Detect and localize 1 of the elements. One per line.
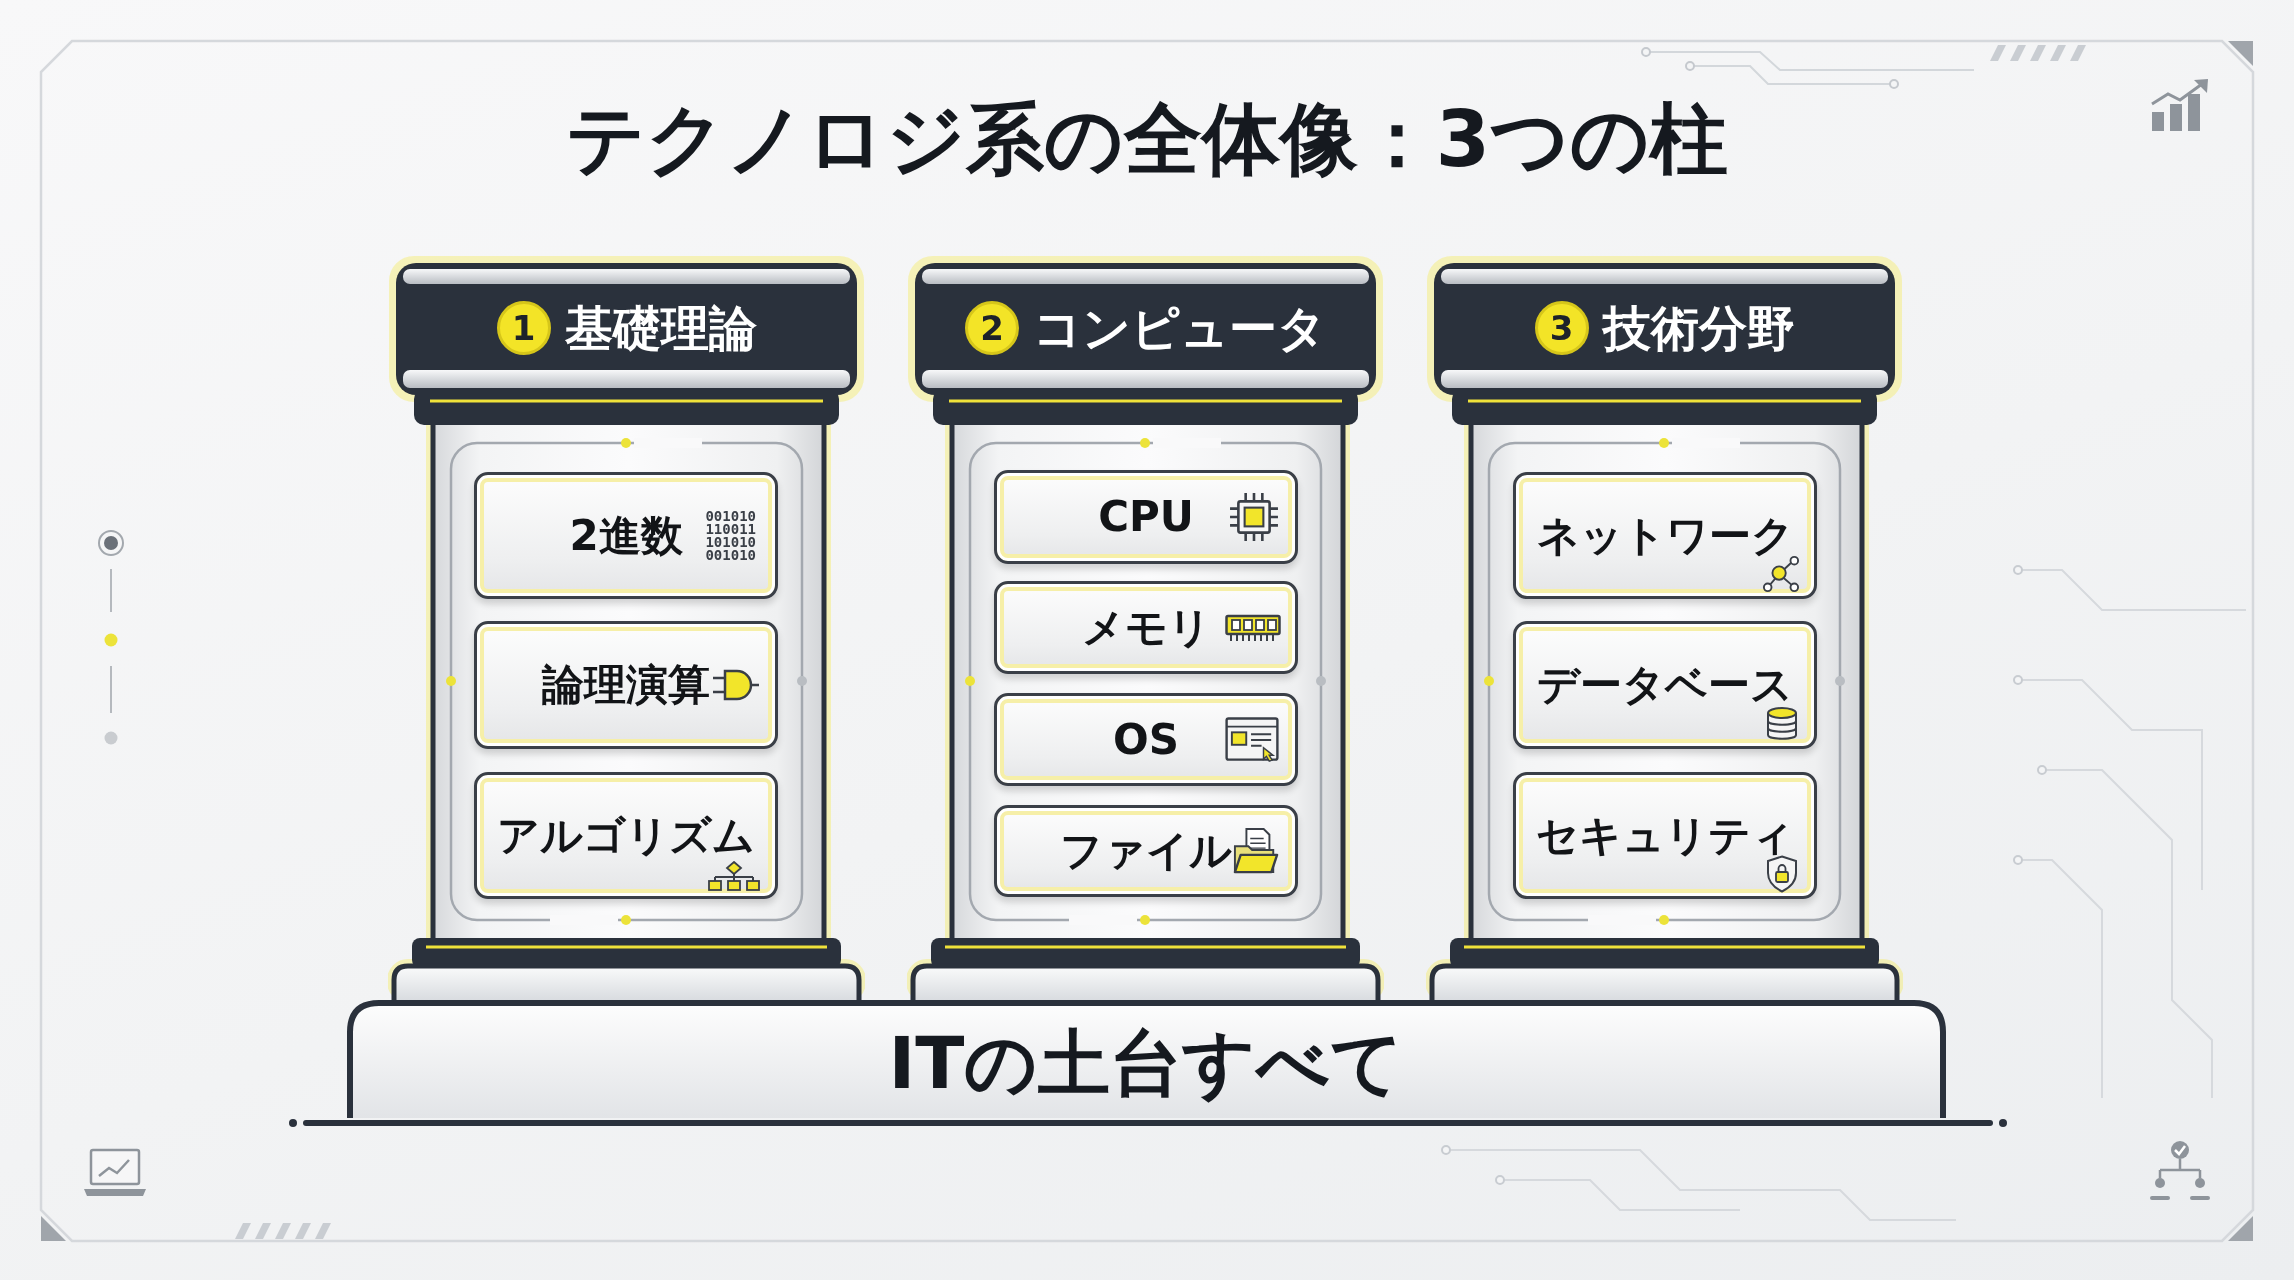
title: テクノロジ系の全体像：3つの柱 [565, 100, 1729, 178]
